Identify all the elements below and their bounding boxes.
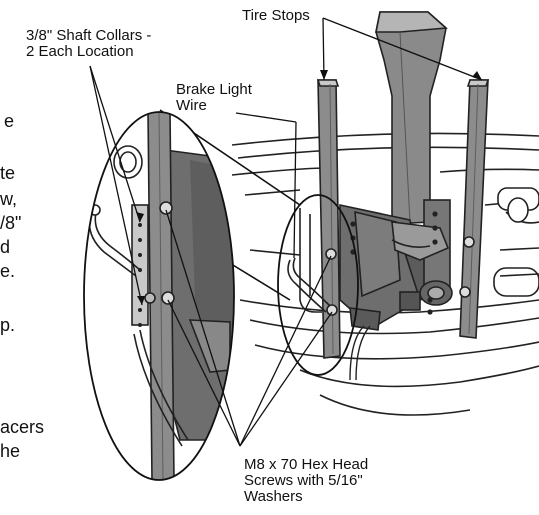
center-mast	[375, 11, 448, 225]
left-text-fragment: he	[0, 441, 21, 461]
brake-light-wire	[287, 257, 371, 381]
detail-magnifier	[83, 111, 235, 481]
left-text-fragment: e.	[0, 261, 16, 281]
left-text-fragment: te	[0, 163, 16, 183]
vehicle-body	[231, 132, 539, 416]
hex-screws-label-line2: Screws with 5/16"	[244, 472, 363, 489]
mount-bracket	[339, 199, 453, 331]
left-text-fragment: /8"	[0, 213, 22, 233]
shaft-collars-label-line2: 2 Each Location	[26, 43, 134, 60]
detail-source-oval	[277, 194, 359, 376]
shaft-collars-label-line1: 3/8" Shaft Collars -	[26, 27, 152, 44]
brake-light-label-line2: Wire	[176, 97, 207, 114]
tailgate-handles	[493, 187, 539, 297]
hex-screws-label-line1: M8 x 70 Hex Head	[244, 456, 369, 473]
leader-arrowheads	[136, 70, 482, 305]
leader-lines	[89, 17, 483, 447]
left-text-fragment: w,	[0, 189, 18, 209]
brake-light-label-line1: Brake Light	[176, 81, 252, 98]
left-text-fragment: e	[4, 111, 15, 131]
right-tire-stop	[459, 79, 490, 339]
hex-screws-label-line3: Washers	[244, 488, 303, 505]
tire-stops-label: Tire Stops	[242, 7, 310, 24]
license-recess	[299, 208, 322, 313]
left-text-fragment: acers	[0, 417, 45, 437]
left-text-fragment: p.	[0, 315, 16, 335]
left-text-fragment: d	[0, 237, 11, 257]
left-tire-stop	[316, 79, 341, 359]
